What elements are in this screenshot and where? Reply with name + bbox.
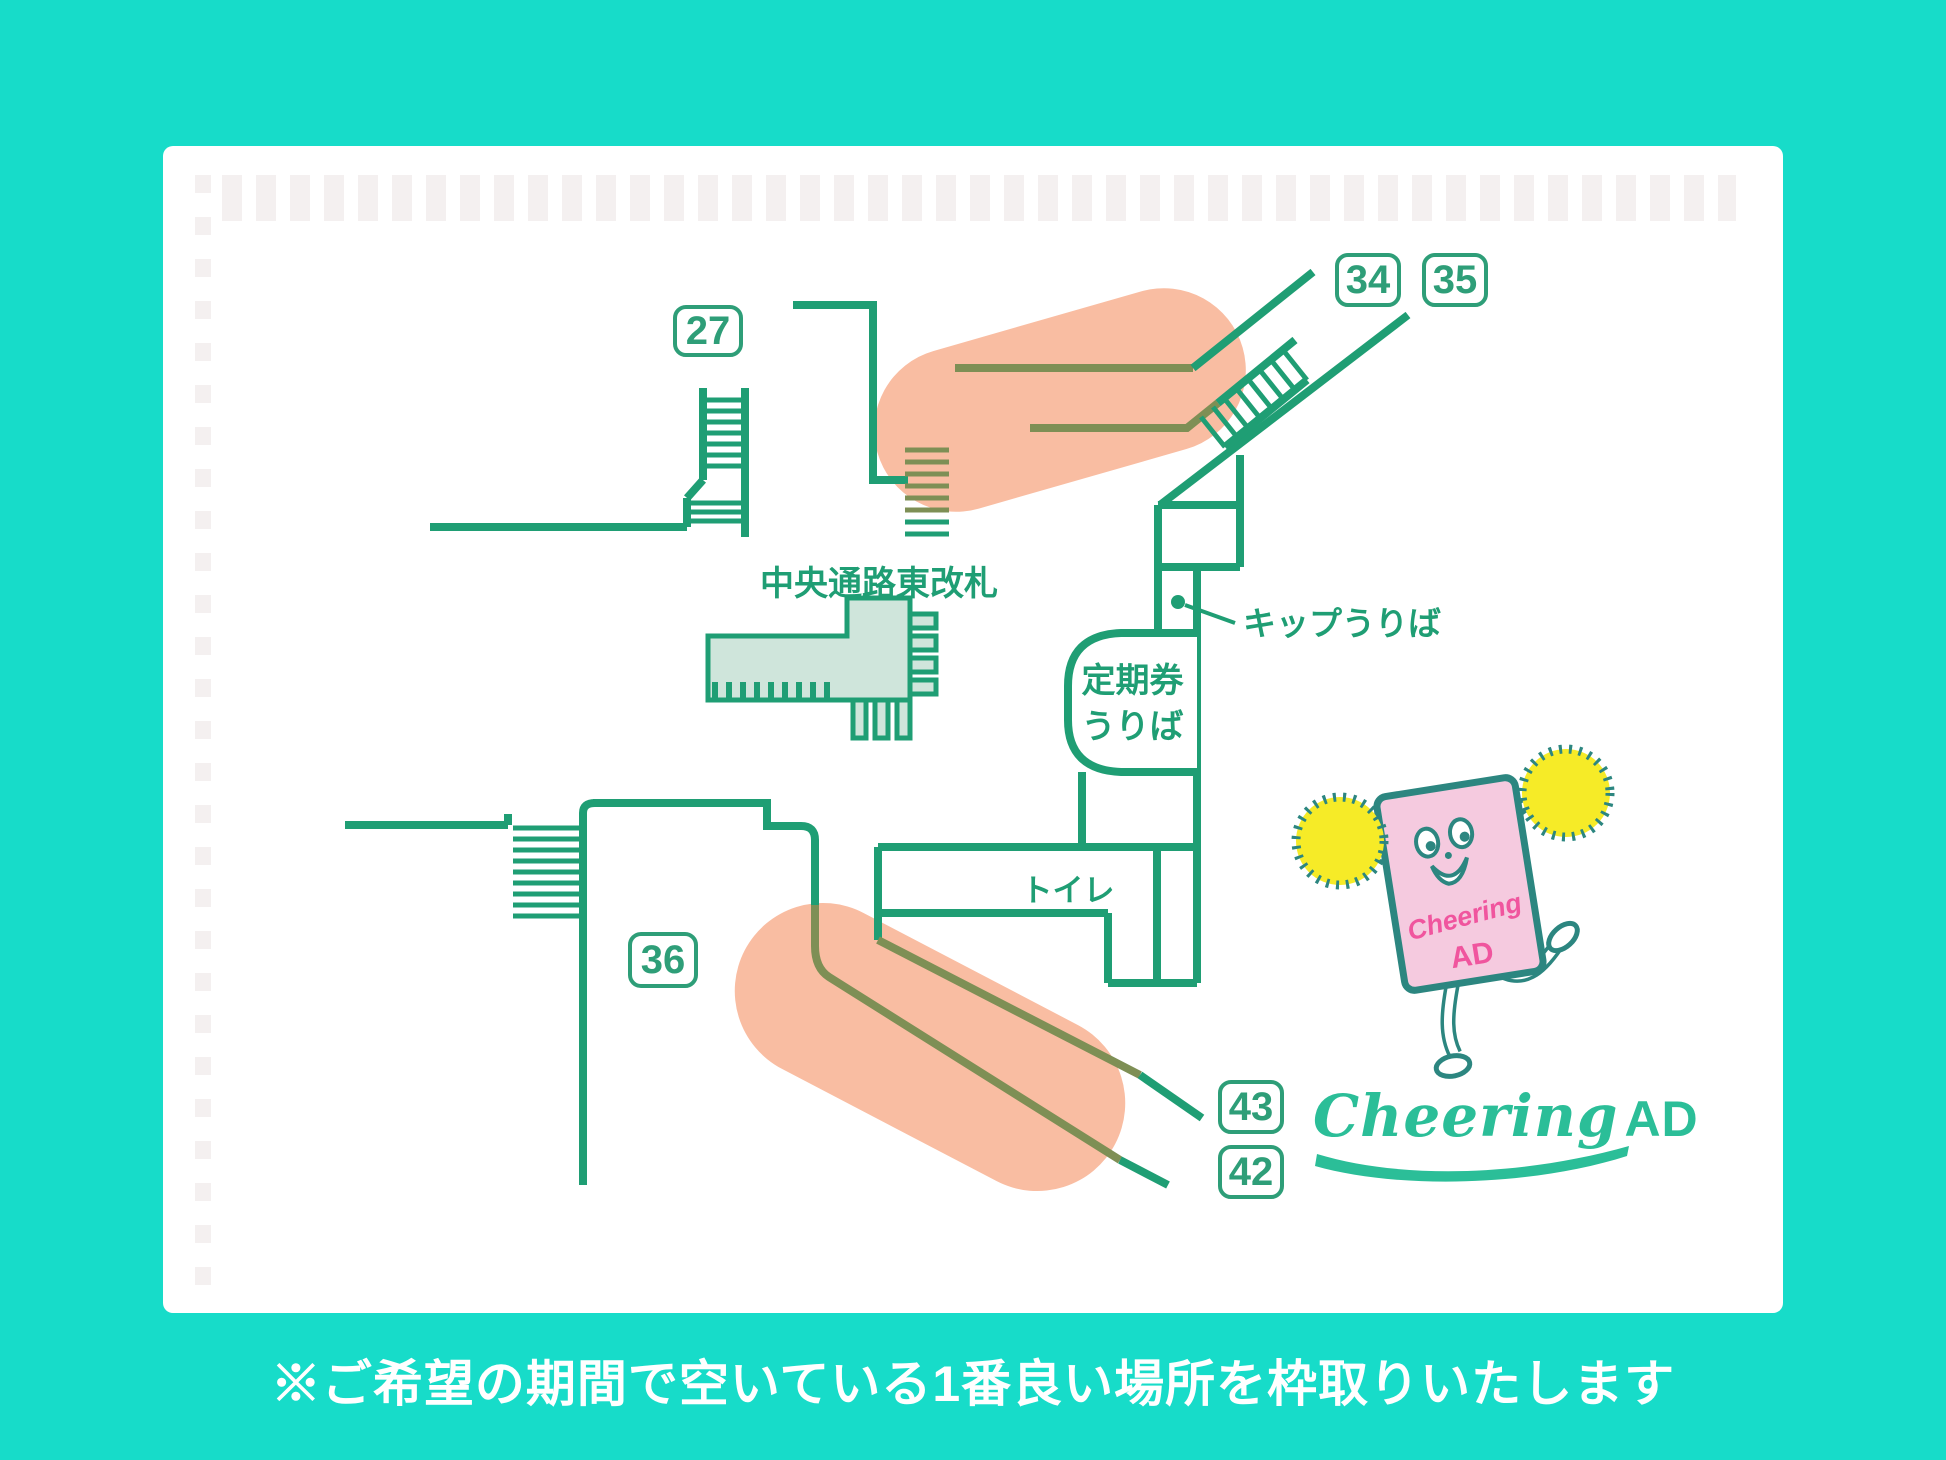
cheering-ad-mascot: Cheering AD bbox=[1291, 744, 1615, 1079]
label-toilet: トイレ bbox=[1021, 873, 1115, 908]
platform-badge-43: 43 bbox=[1218, 1080, 1284, 1134]
passage-to-43-42 bbox=[593, 799, 1205, 1189]
gate-teeth bbox=[850, 611, 939, 741]
stairs-upper-passage bbox=[905, 447, 949, 537]
platform-edge-hatch-left bbox=[195, 175, 211, 1301]
label-commuter-pass-line1: 定期券 bbox=[1081, 662, 1184, 700]
ticket-office-pointer-line bbox=[1184, 603, 1236, 625]
availability-caption: ※ご希望の期間で空いている1番良い場所を枠取りいたします bbox=[270, 1356, 1676, 1412]
escalator-treads-34-35 bbox=[1199, 348, 1309, 449]
mascot-foot-left bbox=[1433, 1053, 1473, 1079]
label-commuter-pass-line2: うりば bbox=[1081, 708, 1184, 746]
gate-lanes bbox=[712, 682, 830, 700]
platform-badge-35: 35 bbox=[1422, 253, 1488, 307]
ticket-office-marker-dot bbox=[1171, 595, 1185, 609]
mascot-pompoms bbox=[1291, 744, 1615, 890]
stair-treads bbox=[703, 397, 745, 469]
platform-badge-42: 42 bbox=[1218, 1145, 1284, 1199]
logo-script-text: Cheering bbox=[1313, 1082, 1619, 1150]
stair-treads-southwest bbox=[513, 825, 583, 919]
station-map-card: Cheering AD 27 34 35 36 43 42 中央通路東改札 キッ… bbox=[163, 146, 1783, 1313]
commuter-pass-office-outline bbox=[1064, 629, 1197, 776]
pompom-left bbox=[1291, 792, 1389, 890]
ticket-gate-structure bbox=[705, 595, 939, 741]
mascot-foot-right bbox=[1546, 920, 1580, 954]
southwest-corridor-wall bbox=[579, 799, 596, 1185]
mascot-body-text-line2: AD bbox=[1448, 936, 1496, 975]
passage-to-34-35 bbox=[955, 268, 1411, 509]
cheering-ad-logo: Cheering AD bbox=[1313, 1082, 1698, 1192]
stairs-southwest bbox=[345, 799, 596, 1185]
mascot-mouth bbox=[1430, 856, 1469, 886]
platform-badge-34: 34 bbox=[1335, 253, 1401, 307]
logo-underline-swoosh bbox=[1315, 1146, 1629, 1182]
platform-badge-27: 27 bbox=[673, 305, 743, 357]
toilet-block bbox=[874, 772, 1197, 987]
north-corner-wall bbox=[793, 301, 908, 484]
label-commuter-pass-office: 定期券 うりば bbox=[1068, 658, 1197, 750]
logo-suffix-text: AD bbox=[1624, 1091, 1699, 1147]
station-floor-plan: Cheering AD bbox=[345, 268, 1615, 1192]
label-ticket-office: キップうりば bbox=[1243, 605, 1441, 642]
stair-treads-lower bbox=[687, 500, 745, 524]
label-central-gate: 中央通路東改札 bbox=[760, 565, 998, 603]
stairs-platform-27 bbox=[430, 388, 749, 537]
platform-badge-36: 36 bbox=[628, 932, 698, 988]
mascot-nose bbox=[1444, 851, 1452, 859]
highlight-zone-upper bbox=[874, 288, 1246, 512]
pompom-right bbox=[1517, 744, 1615, 842]
platform-edge-hatch-top bbox=[222, 175, 1736, 221]
